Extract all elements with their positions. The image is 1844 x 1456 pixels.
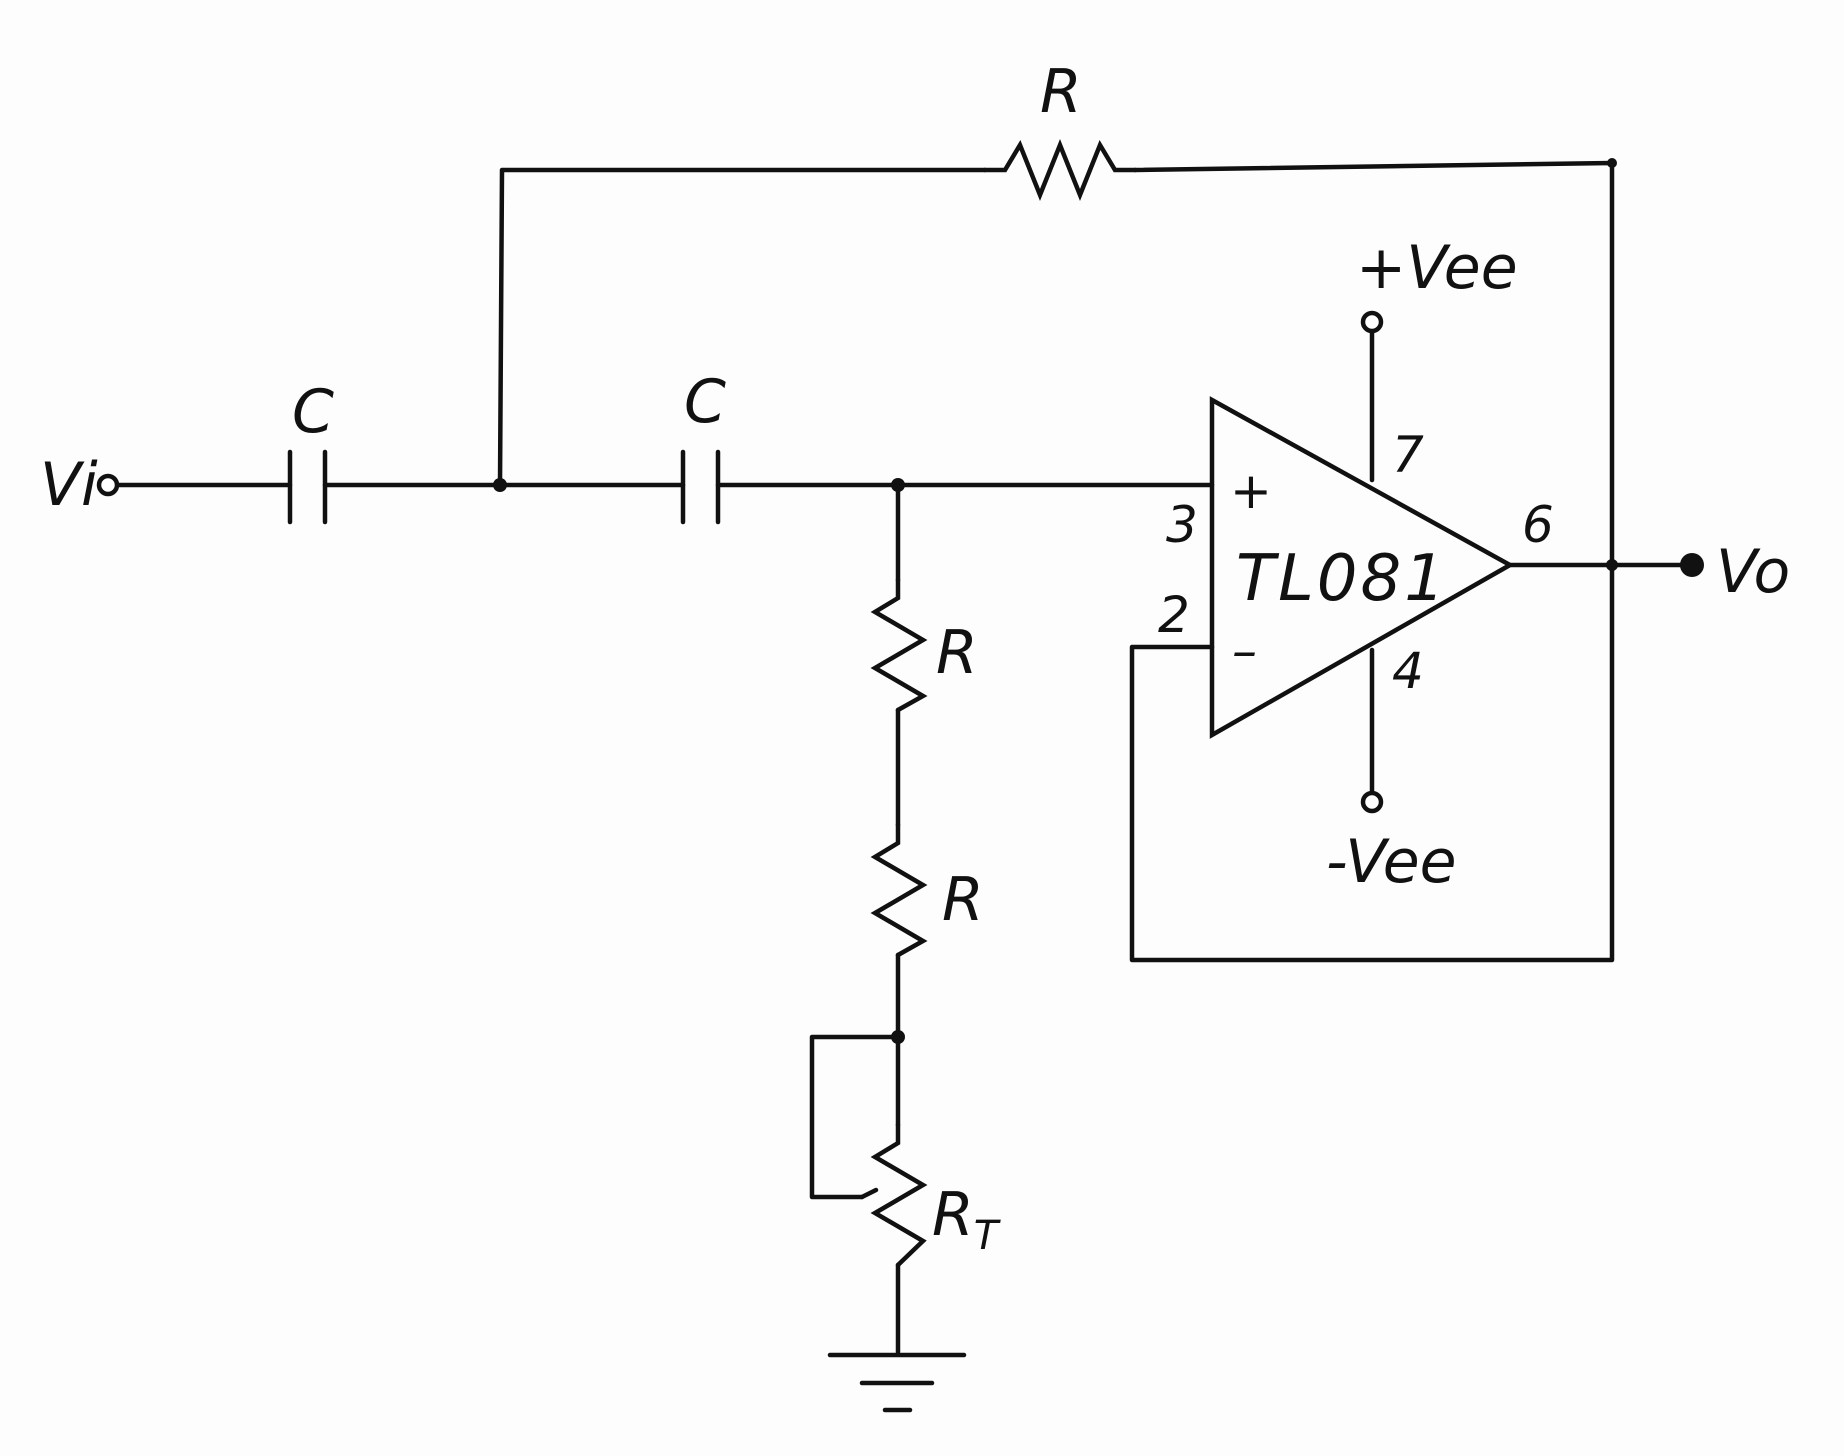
- label-pin-vpos: 7: [1392, 426, 1424, 484]
- thermistor-rt: [859, 1122, 928, 1268]
- label-vcc-pos: +Vee: [1356, 233, 1518, 303]
- label-pin-inv: 2: [1158, 586, 1190, 644]
- label-res-1: R: [936, 618, 978, 688]
- label-cap-2: C: [684, 367, 726, 437]
- label-cap-1: C: [292, 377, 334, 447]
- vneg-terminal: [1360, 790, 1384, 814]
- vpos-terminal: [1360, 310, 1384, 334]
- label-res-feedback: R: [1040, 57, 1082, 127]
- resistor-r2: [870, 822, 928, 958]
- capacitor-c1: [287, 449, 328, 525]
- output-terminal: [1680, 553, 1704, 577]
- junction-feedback-corner: [1607, 158, 1617, 168]
- label-output: Vo: [1716, 537, 1790, 607]
- ground-icon: [827, 1352, 967, 1413]
- junction-nodeB: [891, 478, 905, 492]
- terminals: [96, 310, 1704, 814]
- junction-output: [1606, 559, 1618, 571]
- label-pin-vneg: 4: [1392, 642, 1424, 700]
- label-opamp-part: TL081: [1236, 542, 1448, 616]
- label-res-thermistor: RT: [932, 1180, 1002, 1259]
- junction-nodeA: [493, 478, 507, 492]
- label-opamp-minus: –: [1232, 622, 1257, 680]
- wires: [115, 160, 1693, 1355]
- label-opamp-plus: +: [1230, 462, 1272, 520]
- input-terminal: [96, 473, 120, 497]
- label-pin-noninv: 3: [1166, 496, 1198, 554]
- label-res-2: R: [942, 865, 984, 935]
- wire-rt-wiper: [809, 1034, 901, 1200]
- junctions: [493, 158, 1618, 1044]
- label-pin-out: 6: [1522, 496, 1554, 554]
- wire-follower-loop: [1129, 562, 1615, 963]
- wire-feedback-left: [497, 167, 988, 488]
- junction-nodeC: [891, 1030, 905, 1044]
- label-vcc-neg: -Vee: [1326, 827, 1457, 897]
- resistor-r1: [870, 577, 928, 713]
- capacitor-c2: [680, 449, 721, 525]
- resistor-feedback: [982, 138, 1138, 202]
- opamp-tl081: [1209, 396, 1515, 739]
- label-input: Vi: [40, 450, 98, 520]
